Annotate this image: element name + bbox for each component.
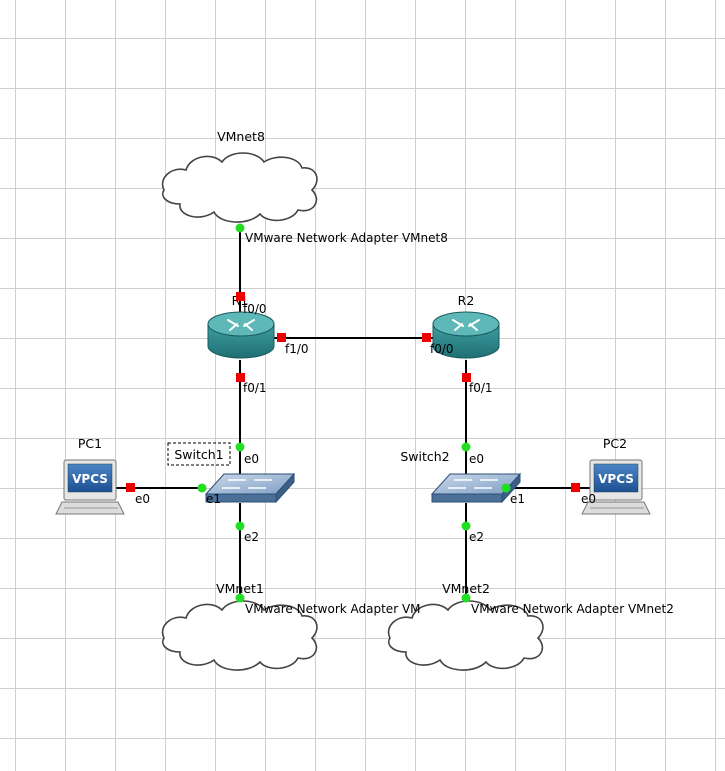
router-icon — [207, 311, 275, 359]
port-down-icon — [462, 373, 471, 382]
router-icon — [432, 311, 500, 359]
pc-pc1[interactable]: VPCS PC1 — [55, 436, 125, 515]
cloud-vmnet1-label: VMnet1 — [216, 581, 264, 596]
pc1-label: PC1 — [78, 436, 102, 451]
port-label: f0/0 — [430, 342, 454, 356]
switch-icon — [204, 472, 296, 504]
port-label: f0/1 — [469, 381, 493, 395]
cloud-icon — [161, 152, 318, 223]
port-label: f1/0 — [285, 342, 309, 356]
port-label: e0 — [469, 452, 484, 466]
port-up-icon — [197, 483, 207, 493]
port-up-icon — [461, 442, 471, 452]
pc2-label: PC2 — [603, 436, 627, 451]
port-label: e1 — [206, 492, 221, 506]
cloud-vmnet2-label: VMnet2 — [442, 581, 490, 596]
pc-pc2[interactable]: VPCS PC2 — [581, 436, 651, 515]
links — [115, 228, 592, 600]
port-up-icon — [461, 521, 471, 531]
port-down-icon — [236, 292, 245, 301]
port-label: e0 — [581, 492, 596, 506]
port-label: e0 — [135, 492, 150, 506]
port-up-icon — [235, 521, 245, 531]
switch-switch1[interactable]: Switch1 — [167, 442, 296, 504]
port-up-icon — [235, 223, 245, 233]
port-labels: f0/0 f1/0 f0/1 f0/0 f0/1 e0 e1 e2 e0 e1 … — [135, 231, 596, 544]
port-label: e1 — [510, 492, 525, 506]
cloud-vmnet8-label: VMnet8 — [217, 129, 265, 144]
router-r2[interactable]: R2 — [432, 293, 500, 359]
port-up-icon — [235, 442, 245, 452]
pc1-screen-text: VPCS — [72, 472, 108, 486]
port-label: e2 — [244, 530, 259, 544]
adapter-label: VMware Network Adapter VM — [245, 602, 421, 616]
port-up-icon — [235, 593, 245, 603]
router-r2-label: R2 — [458, 293, 475, 308]
port-down-icon — [236, 373, 245, 382]
router-r1[interactable]: R1 — [207, 293, 275, 359]
pc2-screen-text: VPCS — [598, 472, 634, 486]
port-markers — [126, 223, 580, 603]
port-down-icon — [571, 483, 580, 492]
port-label: e2 — [469, 530, 484, 544]
switch2-label: Switch2 — [400, 449, 449, 464]
adapter-label: VMware Network Adapter VMnet2 — [471, 602, 674, 616]
port-down-icon — [126, 483, 135, 492]
port-down-icon — [277, 333, 286, 342]
computer-icon — [581, 459, 651, 515]
cloud-vmnet8[interactable]: VMnet8 — [161, 129, 318, 223]
selection-box — [167, 442, 231, 466]
port-down-icon — [422, 333, 431, 342]
port-label: e0 — [244, 452, 259, 466]
switch-icon — [430, 472, 522, 504]
port-up-icon — [461, 593, 471, 603]
switch1-label: Switch1 — [174, 447, 223, 462]
port-up-icon — [501, 483, 511, 493]
computer-icon — [55, 459, 125, 515]
adapter-label: VMware Network Adapter VMnet8 — [245, 231, 448, 245]
switch-switch2[interactable]: Switch2 — [400, 449, 522, 504]
port-label: f0/0 — [243, 302, 267, 316]
port-label: f0/1 — [243, 381, 267, 395]
